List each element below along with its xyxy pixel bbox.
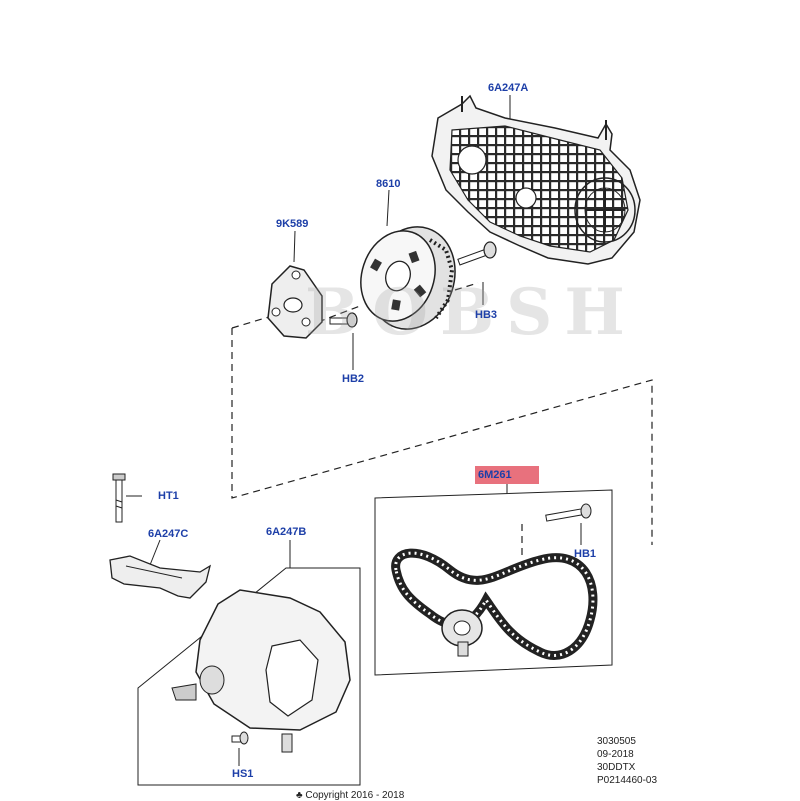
reference-line-2: 09-2018	[597, 749, 634, 760]
belt-tensioner	[441, 609, 483, 657]
leader-lines	[126, 95, 582, 766]
stud-ht1	[112, 473, 126, 523]
callout-6a247a[interactable]: 6A247A	[488, 82, 529, 94]
callout-9k589[interactable]: 9K589	[276, 218, 309, 230]
bolt-hb3	[457, 241, 497, 266]
callout-8610[interactable]: 8610	[376, 178, 401, 190]
bolt-hb1	[545, 503, 592, 522]
reference-line-3: 30DDTX	[597, 762, 636, 773]
reference-block: 3030505 09-2018 30DDTX P0214460-03	[597, 735, 657, 787]
callout-ht1[interactable]: HT1	[158, 490, 179, 502]
lower-timing-cover	[171, 589, 351, 731]
bolt-hb2	[329, 312, 358, 328]
callout-6m261-highlighted[interactable]: 6M261	[475, 466, 539, 484]
reference-line-1: 3030505	[597, 736, 636, 747]
cover-6a247c	[109, 555, 212, 599]
callout-hb2[interactable]: HB2	[342, 373, 365, 385]
crankshaft-sprocket	[360, 226, 456, 330]
upper-timing-cover	[431, 94, 641, 265]
lower-cover-box	[137, 540, 361, 786]
callout-6a247c[interactable]: 6A247C	[148, 528, 189, 540]
copyright-text: ♣ Copyright 2016 - 2018	[296, 790, 405, 801]
callout-hb3[interactable]: HB3	[475, 309, 498, 321]
belt-kit-box	[374, 482, 613, 676]
callout-hb1[interactable]: HB1	[574, 548, 597, 560]
assembly-dashed-outline	[231, 282, 653, 560]
callout-hs1[interactable]: HS1	[232, 768, 254, 780]
timing-belt	[391, 548, 598, 660]
callout-6a247b[interactable]: 6A247B	[266, 526, 307, 538]
watermark: BOBSH	[305, 275, 637, 350]
bolt-hs1	[231, 731, 293, 753]
reference-line-4: P0214460-03	[597, 775, 658, 786]
bracket-9k589	[267, 265, 323, 339]
